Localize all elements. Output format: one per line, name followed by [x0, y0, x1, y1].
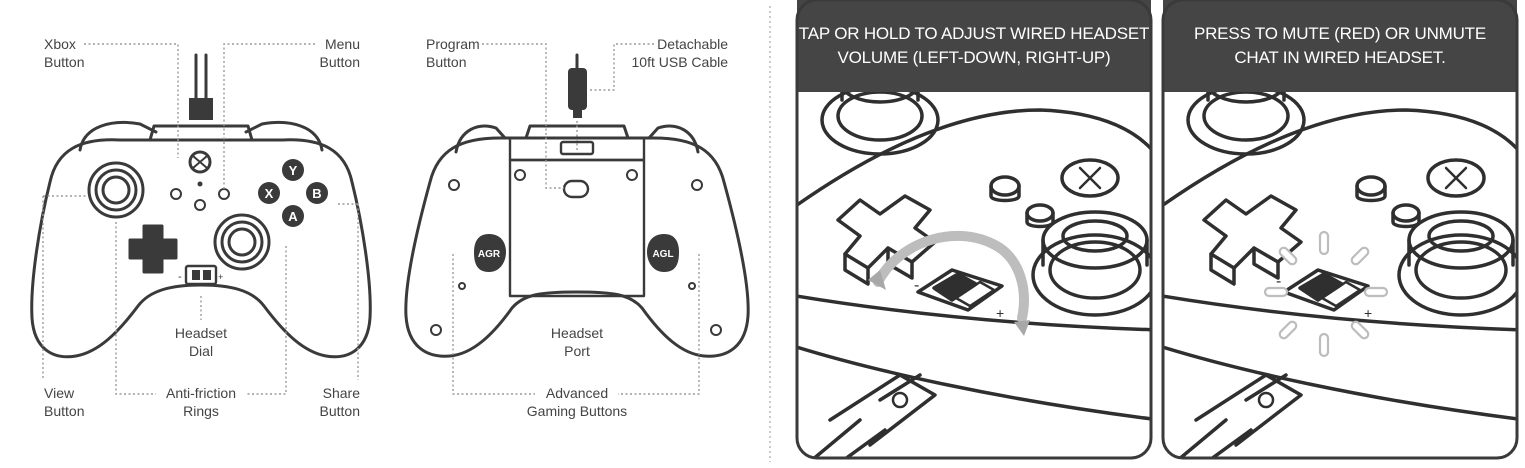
view-button-callout-line2: Button: [44, 403, 85, 419]
volume-instruction: TAP OR HOLD TO ADJUST WIRED HEADSET VOLU…: [797, 22, 1151, 70]
volume-minus-mark: -: [914, 277, 919, 294]
volume-plus-mark: +: [996, 305, 1004, 321]
face-button-y: Y: [289, 163, 298, 178]
xbox-button-callout: Xbox Button: [44, 35, 84, 71]
mute-instruction: PRESS TO MUTE (RED) OR UNMUTE CHAT IN WI…: [1163, 22, 1517, 70]
face-button-a: A: [288, 209, 298, 224]
paddle-agr-label: AGR: [478, 249, 501, 260]
volume-header-bar: [797, 0, 1151, 92]
dial-plus-mark: +: [218, 272, 223, 282]
headset-port-callout-line2: Port: [564, 343, 590, 359]
view-button-callout: View Button: [44, 384, 84, 420]
headset-port-callout: Headset Port: [537, 324, 617, 360]
mute-header-bar: [1163, 0, 1517, 92]
mute-instruction-line1: PRESS TO MUTE (RED) OR UNMUTE: [1193, 24, 1487, 43]
headset-dial-callout-line2: Dial: [188, 343, 214, 359]
menu-button-callout-line1: Menu: [324, 36, 360, 52]
press-burst: [1263, 230, 1389, 358]
headset-dial-callout-line1: Headset: [174, 325, 228, 341]
back-controller: [404, 53, 750, 358]
back-leader-lines: [452, 43, 700, 395]
face-button-b: B: [312, 186, 321, 201]
advanced-gaming-buttons-callout-line1: Advanced: [545, 385, 609, 401]
headset-port-callout-line1: Headset: [550, 325, 604, 341]
program-button-callout: Program Button: [426, 35, 480, 71]
share-button-callout-line2: Button: [319, 403, 360, 419]
mute-plus-mark: +: [1364, 305, 1372, 321]
volume-adjust-arrow: [873, 230, 1029, 323]
usb-cable-callout-line2: 10ft USB Cable: [631, 54, 729, 70]
volume-panel: - +: [795, 0, 1153, 460]
program-button-callout-line2: Button: [426, 54, 467, 70]
paddle-agl-label: AGL: [652, 249, 673, 260]
volume-instruction-line1: TAP OR HOLD TO ADJUST WIRED HEADSET: [798, 24, 1150, 43]
share-button-callout: Share Button: [320, 384, 360, 420]
anti-friction-rings-callout-line2: Rings: [183, 403, 219, 419]
xbox-button-callout-line1: Xbox: [44, 36, 76, 52]
usb-cable-callout: Detachable 10ft USB Cable: [632, 35, 729, 71]
mute-minus-mark: -: [1276, 273, 1281, 290]
usb-cable-callout-line1: Detachable: [657, 36, 728, 52]
xbox-button-callout-line2: Button: [44, 54, 85, 70]
front-leader-lines: [42, 43, 359, 395]
mute-instruction-line2: CHAT IN WIRED HEADSET.: [1234, 48, 1446, 67]
advanced-gaming-buttons-callout: Advanced Gaming Buttons: [517, 384, 637, 420]
headset-dial-callout: Headset Dial: [161, 324, 241, 360]
menu-button-callout-line2: Button: [319, 54, 360, 70]
mute-panel: - +: [1161, 0, 1519, 460]
face-buttons: [258, 159, 328, 227]
menu-button-callout: Menu Button: [320, 35, 360, 71]
anti-friction-rings-callout-line1: Anti-friction: [165, 385, 237, 401]
anti-friction-rings-callout: Anti-friction Rings: [151, 384, 251, 420]
back-paddles: [474, 234, 679, 272]
front-controller: [30, 53, 372, 359]
dial-minus-mark: -: [178, 271, 182, 283]
share-button-callout-line1: Share: [322, 385, 360, 401]
advanced-gaming-buttons-callout-line2: Gaming Buttons: [526, 403, 628, 419]
program-button-callout-line1: Program: [426, 36, 480, 52]
volume-instruction-line2: VOLUME (LEFT-DOWN, RIGHT-UP): [837, 48, 1111, 67]
view-button-callout-line1: View: [44, 385, 75, 401]
face-button-x: X: [265, 186, 274, 201]
